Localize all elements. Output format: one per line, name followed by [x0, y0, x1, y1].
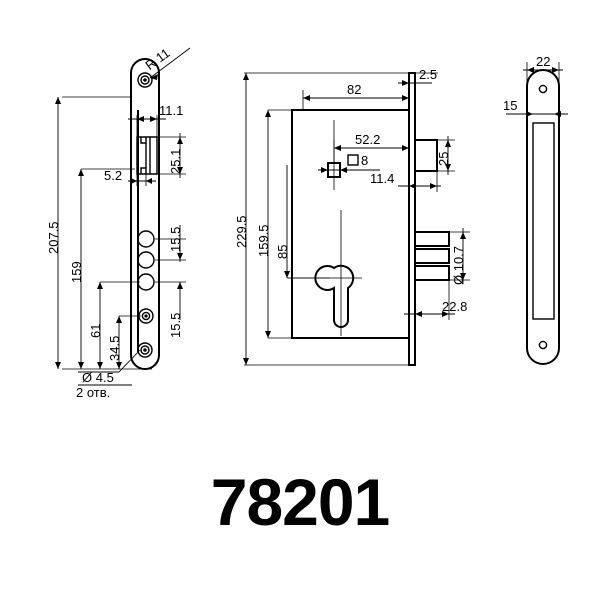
lock-case-body — [291, 109, 410, 339]
dim-2-holes-note: 2 отв. — [76, 385, 110, 400]
dim-dia-4-5: Ø 4.5 2 отв. — [76, 349, 141, 400]
dim-207-5: 207.5 — [46, 96, 152, 370]
dim-15-label: 15 — [503, 98, 517, 113]
dim-61: 61 — [88, 281, 140, 369]
dim-11-4-label: 11.4 — [370, 171, 394, 186]
dim-229-5: 229.5 — [234, 72, 409, 366]
front-faceplate-view: R 11 11.1 25.1 — [46, 45, 191, 400]
dim-11-1: 11.1 — [128, 103, 183, 137]
dim-2-5-label: 2.5 — [419, 67, 437, 82]
dim-dia-10-7: Ø 10.7 — [449, 228, 470, 285]
dead-bolt-2 — [414, 248, 450, 264]
dim-159-label: 159 — [69, 261, 84, 283]
edge-faceplate-outline — [526, 69, 560, 365]
bolt-hole-1 — [137, 230, 155, 248]
dim-52-2: 52.2 — [333, 132, 409, 163]
bolt-hole-3 — [137, 273, 155, 291]
dim-22: 22 — [523, 54, 563, 86]
bolt-hole-2 — [137, 251, 155, 269]
dim-11-4: 11.4 — [370, 171, 441, 192]
bottom-screw-hole-inner — [143, 348, 147, 352]
dim-11-1-label: 11.1 — [159, 103, 183, 118]
edge-top-screw-hole — [538, 84, 548, 94]
dim-25-1-label: 25.1 — [168, 149, 183, 174]
dim-25: 25 — [436, 136, 455, 175]
bottom-screw-hole-mid — [140, 345, 150, 355]
dim-15-5-top-label: 15.5 — [168, 227, 183, 252]
top-screw-hole-inner — [143, 78, 147, 82]
dim-85: 85 — [275, 165, 330, 279]
latch-tongue-lower — [140, 167, 147, 174]
euro-cylinder-keyhole — [314, 264, 355, 328]
square-symbol-8 — [347, 154, 359, 166]
top-screw-hole-mid — [140, 75, 150, 85]
dim-22-8: 22.8 — [404, 280, 467, 320]
dim-52-2-label: 52.2 — [355, 132, 380, 147]
dim-25-label: 25 — [436, 152, 451, 166]
faceplate-outline — [130, 58, 160, 370]
dim-82-label: 82 — [347, 82, 361, 97]
dim-85-label: 85 — [275, 245, 290, 259]
dead-bolt-3 — [414, 265, 450, 281]
dim-square-8: 8 — [318, 153, 380, 173]
edge-bottom-screw-hole — [538, 340, 548, 350]
dim-15-5-bottom: 15.5 — [155, 281, 186, 338]
dim-25-1: 25.1 — [157, 133, 186, 178]
bottom-screw-hole-outer — [137, 342, 153, 358]
dim-82: 82 — [302, 73, 410, 110]
edge-faceplate-recess — [532, 122, 555, 320]
dim-34-5: 34.5 — [107, 315, 141, 369]
top-screw-hole-outer — [137, 72, 153, 88]
dim-22-label: 22 — [536, 54, 550, 69]
latch-opening — [136, 136, 158, 175]
side-lock-body-view: 2.5 82 52.2 — [234, 67, 470, 366]
dim-square-8-label: 8 — [361, 153, 368, 168]
dim-dia-10-7-label: Ø 10.7 — [451, 246, 466, 285]
latch-tongue-upper — [140, 137, 147, 144]
dim-dia-4-5-label: Ø 4.5 — [82, 370, 114, 385]
cylinder-screw-hole-inner — [144, 314, 148, 318]
dim-5-2-label: 5.2 — [104, 168, 122, 183]
dim-61-label: 61 — [88, 324, 103, 338]
lock-faceplate-strip — [408, 72, 416, 366]
dim-2-5: 2.5 — [398, 67, 438, 86]
dim-159-5-label: 159.5 — [256, 224, 271, 257]
dim-207-5-label: 207.5 — [46, 221, 61, 254]
dim-229-5-label: 229.5 — [234, 215, 249, 248]
cylinder-screw-hole-mid — [141, 311, 151, 321]
dim-15: 15 — [503, 98, 568, 117]
dim-159-5: 159.5 — [256, 109, 292, 339]
dim-34-5-label: 34.5 — [107, 336, 122, 361]
edge-faceplate-view: 22 15 — [503, 54, 568, 365]
dim-15-5-top: 15.5 — [155, 225, 186, 262]
dim-15-5-bottom-label: 15.5 — [168, 313, 183, 338]
latch-bolt-block — [414, 139, 438, 172]
dim-22-8-label: 22.8 — [442, 299, 467, 314]
dim-5-2: 5.2 — [104, 168, 156, 186]
dead-bolt-1 — [414, 231, 450, 247]
dim-159: 159 — [69, 168, 135, 369]
part-number-title: 78201 — [211, 465, 390, 539]
